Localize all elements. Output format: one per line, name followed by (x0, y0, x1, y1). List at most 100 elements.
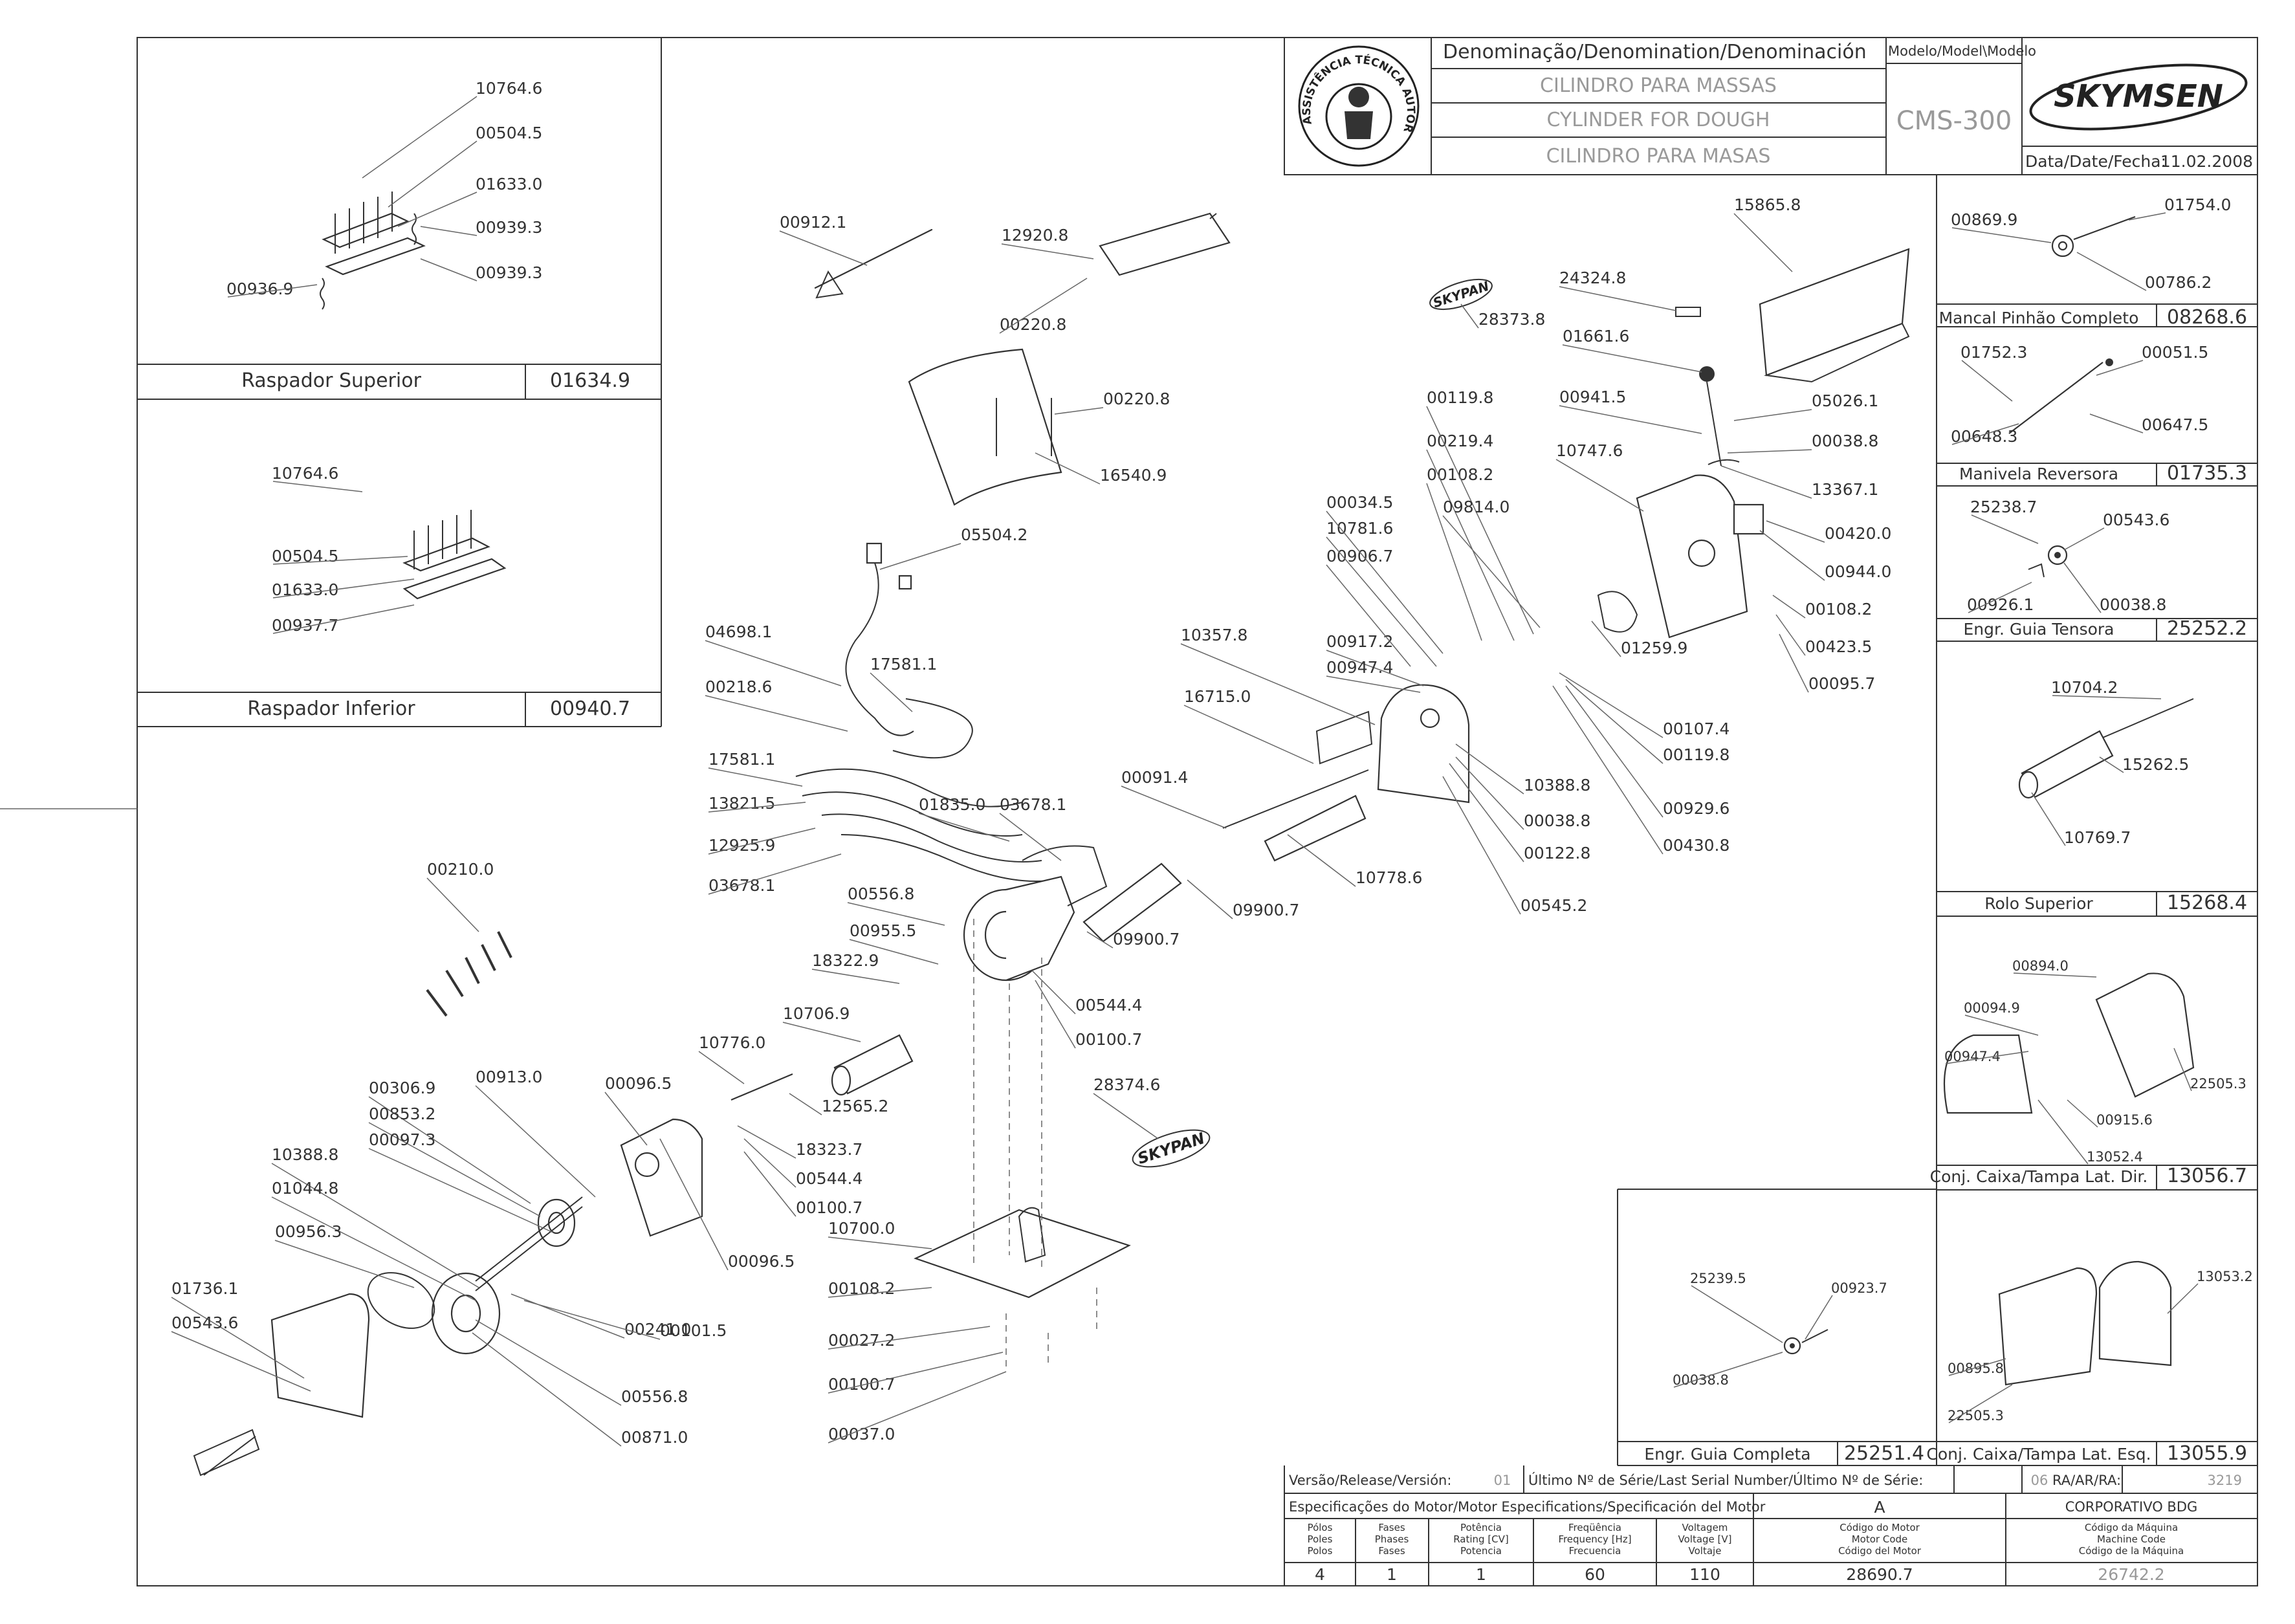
leader-line (1035, 980, 1076, 1049)
part-number: 00038.8 (1524, 811, 1590, 830)
leader-line (659, 1138, 729, 1271)
part-number: 00108.2 (1805, 600, 1872, 619)
leader-line (999, 278, 1088, 334)
part-number: 00034.5 (1326, 493, 1393, 512)
leader-line (847, 902, 945, 926)
springs (426, 931, 512, 1017)
leader-line (849, 939, 939, 965)
part-number: 00101.5 (660, 1321, 727, 1340)
part-number: 01044.8 (272, 1179, 338, 1198)
part-number: 22505.3 (2190, 1076, 2246, 1092)
leader-line (1031, 970, 1076, 1015)
leader-line (2099, 756, 2124, 773)
assembly-code: 13055.9 (2167, 1442, 2247, 1465)
serial-value: 06 (2031, 1473, 2048, 1488)
part-number: 01835.0 (919, 795, 985, 814)
part-number: 10706.9 (783, 1004, 850, 1023)
part-number: 00220.8 (1103, 390, 1170, 408)
part-number: 10781.6 (1326, 519, 1393, 538)
part-number: 01736.1 (171, 1279, 238, 1298)
leader-line (2063, 527, 2105, 551)
assembly-code: 01634.9 (550, 369, 630, 392)
leader-line (1559, 672, 1664, 738)
corporate: CORPORATIVO BDG (2065, 1499, 2198, 1515)
part-number: 00929.6 (1663, 799, 1729, 818)
spec-header-pt: Código do Motor (1839, 1522, 1920, 1533)
part-number: 00647.5 (2142, 415, 2208, 434)
footer-block: Versão/Release/Versión: 01 Último Nº de … (1284, 1465, 2257, 1586)
leader-line (1093, 1093, 1159, 1139)
leader-line (1555, 459, 1644, 512)
part-number: 15865.8 (1734, 195, 1801, 214)
leader-line (1971, 514, 2039, 544)
part-number: 00871.0 (621, 1428, 688, 1447)
authorized-service-seal: ASSISTÊNCIA TÉCNICA AUTORIZADA (0, 0, 1420, 167)
part-number: 10700.0 (828, 1219, 895, 1238)
part-number: 24324.8 (1559, 269, 1626, 287)
part-number: 01661.6 (1563, 327, 1629, 346)
part-number: 15262.5 (2122, 755, 2189, 774)
leader-line (1001, 243, 1094, 259)
leader-line (272, 578, 415, 598)
leader-line (1951, 423, 2019, 445)
assembly-name: Raspador Inferior (247, 697, 415, 720)
upper-roller-drawing (2018, 698, 2194, 799)
assembly-name: Mancal Pinhão Completo (1939, 309, 2139, 327)
part-number: 01752.3 (1960, 343, 2027, 362)
crank-drawing (2008, 358, 2113, 434)
part-number: 09814.0 (1443, 498, 1510, 516)
part-number: 00786.2 (2145, 273, 2212, 292)
spec-value: 1 (1476, 1565, 1486, 1584)
part-number: 00544.4 (796, 1169, 862, 1188)
spec-value: 60 (1585, 1565, 1605, 1584)
part-number: 00122.8 (1524, 844, 1590, 862)
part-number: 03678.1 (708, 876, 775, 895)
leader-line (1945, 1051, 2029, 1064)
part-number: 00038.8 (2100, 595, 2166, 614)
left-box-drawing (1998, 1260, 2172, 1386)
leader-line (2096, 360, 2144, 376)
leader-line (1086, 931, 1114, 949)
part-number: 17581.1 (870, 655, 937, 674)
assembly-name: Rolo Superior (1984, 894, 2093, 913)
part-number: 00853.2 (369, 1104, 435, 1123)
spec-header-es: Código de la Máquina (2079, 1545, 2184, 1557)
leader-line (1733, 213, 1793, 272)
leader-line (999, 813, 1062, 861)
svg-text:SKYPAN: SKYPAN (1136, 1129, 1207, 1168)
part-number: 00912.1 (780, 213, 846, 232)
part-number: 00915.6 (2096, 1112, 2153, 1128)
assembly-code: 25251.4 (1844, 1442, 1924, 1465)
part-number: 00543.6 (171, 1313, 238, 1332)
leader-line (918, 813, 1010, 842)
leader-line (1559, 286, 1676, 311)
part-number: 00926.1 (1967, 595, 2034, 614)
leader-line (272, 604, 415, 634)
part-number: 00027.2 (828, 1331, 895, 1350)
leader-line (1559, 405, 1702, 434)
spec-value: 26742.2 (2098, 1565, 2164, 1584)
part-number: 00944.0 (1825, 562, 1891, 581)
part-number: 13053.2 (2197, 1269, 2253, 1284)
part-number: 00220.8 (1000, 315, 1066, 334)
part-number: 00923.7 (1831, 1280, 1887, 1296)
part-number: 00095.7 (1808, 674, 1875, 693)
leader-line (171, 1297, 305, 1379)
revision: A (1874, 1498, 1885, 1517)
spec-header-pt: Código da Máquina (2085, 1522, 2178, 1533)
spec-header-pt: Fases (1378, 1522, 1405, 1533)
leader-line (1759, 530, 1825, 581)
part-number: 00504.5 (476, 124, 542, 142)
leader-line (828, 1352, 1004, 1394)
part-number: 00894.0 (2012, 958, 2069, 974)
leader-line (1442, 515, 1541, 628)
shafts (1082, 769, 1369, 943)
leader-line (1326, 510, 1444, 654)
release-value: 01 (1494, 1473, 1511, 1488)
assembly-name: Engr. Guia Completa (1644, 1445, 1810, 1464)
leader-line (1054, 407, 1104, 415)
leader-line (475, 1319, 622, 1406)
leader-line (1326, 675, 1421, 693)
leader-line (368, 1096, 531, 1204)
part-number: 00545.2 (1521, 896, 1587, 915)
